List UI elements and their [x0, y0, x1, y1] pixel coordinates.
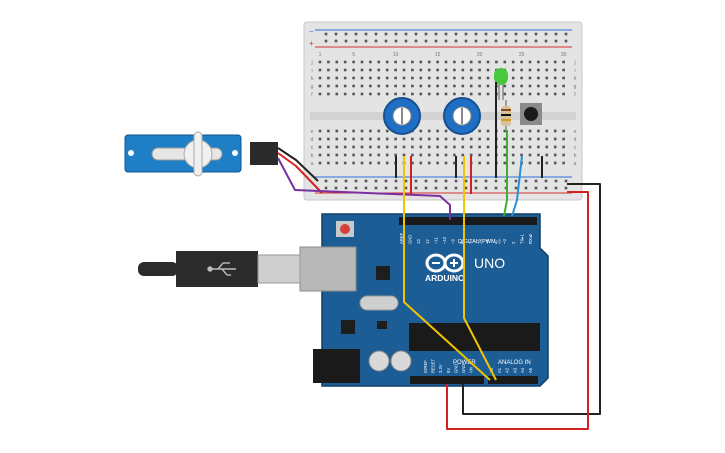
pin-label: 12	[425, 239, 430, 244]
column-number: 5	[352, 52, 355, 58]
column-number: 30	[561, 52, 567, 58]
usb-cable	[138, 251, 301, 287]
row-letter: h	[574, 76, 577, 82]
row-letter: f	[574, 92, 576, 98]
digital-label: DIGITAL (PWM~)	[458, 239, 501, 245]
pin-label: ~9	[451, 239, 456, 244]
wire-servo-purple	[277, 157, 451, 220]
column-number: 1	[319, 52, 322, 58]
row-letter: i	[311, 68, 312, 74]
wire-servo-black	[277, 147, 319, 182]
wire-led-green	[503, 130, 508, 217]
row-letter: i	[574, 68, 575, 74]
pin-label: GND	[408, 235, 413, 244]
row-letter: e	[311, 129, 314, 135]
pin-label: GND	[461, 364, 466, 373]
model-label: UNO	[474, 255, 505, 271]
pin-label: GND	[453, 364, 458, 373]
wires	[277, 82, 601, 430]
column-number: 20	[477, 52, 483, 58]
wire-gnd-black	[462, 183, 601, 415]
wire-pot1-yellow	[403, 156, 491, 381]
pin-label: A4	[520, 367, 525, 373]
pin-label: A3	[512, 367, 517, 373]
pin-label: ~6	[476, 239, 481, 244]
pin-label: 5V	[446, 368, 451, 373]
row-letter: h	[311, 76, 314, 82]
power-header	[410, 376, 484, 384]
arduino-uno-board: ARDUINO UNO DIGITAL (PWM~) POWER ANALOG …	[299, 213, 549, 387]
analog-header	[488, 376, 538, 384]
row-letter: d	[574, 137, 577, 143]
row-letter: b	[574, 153, 577, 159]
row-letter: g	[574, 84, 577, 90]
pin-label: ~10	[442, 236, 447, 244]
pin-label: A5	[528, 367, 533, 373]
pin-label: 2	[511, 241, 516, 244]
wire-pot2-yellow	[463, 156, 497, 381]
pushbutton[interactable]	[520, 103, 542, 125]
row-letter: f	[311, 92, 313, 98]
rail-plus-label: +	[309, 39, 314, 48]
pin-label: A2	[505, 367, 510, 373]
column-number: 10	[393, 52, 399, 58]
brand-label: ARDUINO	[425, 273, 465, 283]
power-jack	[313, 349, 360, 383]
row-letter: g	[311, 84, 314, 90]
pin-label: ~11	[433, 237, 438, 244]
row-letter: j	[310, 60, 312, 66]
wire-servo-red	[277, 152, 323, 194]
row-letter: c	[574, 145, 577, 151]
pin-label: AREF	[399, 232, 404, 244]
led-green	[494, 68, 508, 100]
usb-icon	[207, 262, 236, 276]
row-letter: b	[311, 153, 314, 159]
pin-label: IOREF	[423, 360, 428, 373]
pin-label: ~3	[502, 239, 507, 244]
wire-button-blue	[511, 155, 523, 217]
pin-label: TX▸1	[519, 234, 524, 244]
potentiometer-1[interactable]	[383, 97, 421, 135]
arduino-logo	[425, 253, 465, 273]
pin-label: ~5	[485, 239, 490, 244]
row-letter: c	[311, 145, 314, 151]
pin-label: RX◂0	[528, 233, 533, 244]
column-number: 15	[435, 52, 441, 58]
rail-minus-label: −	[309, 27, 314, 36]
power-label: POWER	[453, 360, 476, 366]
analog-label: ANALOG IN	[498, 360, 531, 366]
row-letter: d	[311, 137, 314, 143]
pin-label: RESET	[431, 359, 436, 373]
pin-label: A1	[497, 367, 502, 373]
pin-label: 4	[494, 241, 499, 244]
digital-header	[399, 217, 537, 225]
pin-label: 7	[468, 241, 473, 244]
pin-label: Vin	[469, 366, 474, 373]
row-letter: a	[311, 161, 314, 167]
pin-label: 8	[459, 241, 464, 244]
wire-5v-red	[446, 191, 589, 430]
column-number: 25	[519, 52, 525, 58]
row-letter: e	[574, 129, 577, 135]
pin-label: 13	[416, 239, 421, 244]
row-letter: j	[573, 60, 575, 66]
row-letter: a	[574, 161, 577, 167]
servo-motor	[124, 131, 278, 177]
pin-label: 3.3V	[438, 364, 443, 373]
resistor	[501, 100, 511, 131]
usb-port	[299, 246, 357, 292]
potentiometer-2[interactable]	[443, 97, 481, 135]
